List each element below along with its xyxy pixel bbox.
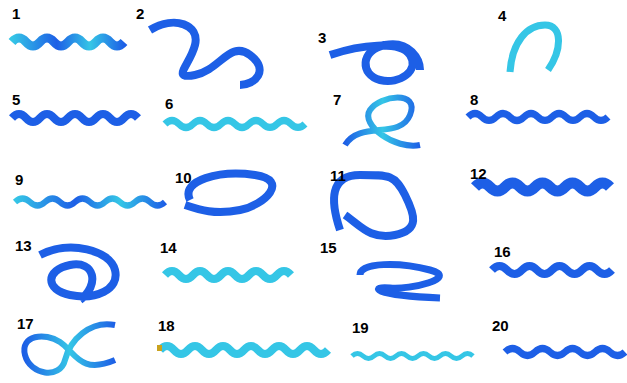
panel-number: 5 <box>12 92 20 107</box>
callout-number: 7 <box>333 91 341 108</box>
callout-number: 14 <box>160 239 177 256</box>
callout-number: 8 <box>470 91 478 108</box>
callout-number: 17 <box>17 315 34 332</box>
panel-number: 16 <box>494 244 511 259</box>
callout-number: 19 <box>352 319 369 336</box>
callout-number: 4 <box>498 7 506 24</box>
callout-number: 18 <box>158 317 175 334</box>
callout-number: 11 <box>330 167 346 184</box>
panel-number: 4 <box>498 8 506 23</box>
callout-number: 3 <box>318 29 326 46</box>
panel-number: 19 <box>352 320 369 335</box>
callout-number: 9 <box>15 171 23 188</box>
callout-number: 6 <box>165 95 173 112</box>
callout-number: 13 <box>15 237 32 254</box>
callout-number: 12 <box>470 165 487 182</box>
callout-number: 15 <box>320 239 337 256</box>
callout-number: 16 <box>494 243 511 260</box>
panel-number: 15 <box>320 240 337 255</box>
panel-number: 6 <box>165 96 173 111</box>
panel-number: 12 <box>470 166 487 181</box>
panel-number: 7 <box>333 92 341 107</box>
panel-number: 2 <box>136 6 144 21</box>
panel-number: 17 <box>17 316 34 331</box>
callout-number: 2 <box>136 5 144 22</box>
panel-number: 14 <box>160 240 177 255</box>
panel-number: 11 <box>330 168 346 183</box>
panel-number: 10 <box>175 170 192 185</box>
panel-number: 9 <box>15 172 23 187</box>
callout-number: 20 <box>492 317 509 334</box>
panel-number: 20 <box>492 318 509 333</box>
panel-number: 18 <box>158 318 175 333</box>
panel-number: 8 <box>470 92 478 107</box>
panel-number: 3 <box>318 30 326 45</box>
panel-number: 1 <box>12 6 20 21</box>
callout-number: 10 <box>175 169 192 186</box>
callout-number: 1 <box>12 5 20 22</box>
callout-number: 5 <box>12 91 20 108</box>
panel-number: 13 <box>15 238 32 253</box>
